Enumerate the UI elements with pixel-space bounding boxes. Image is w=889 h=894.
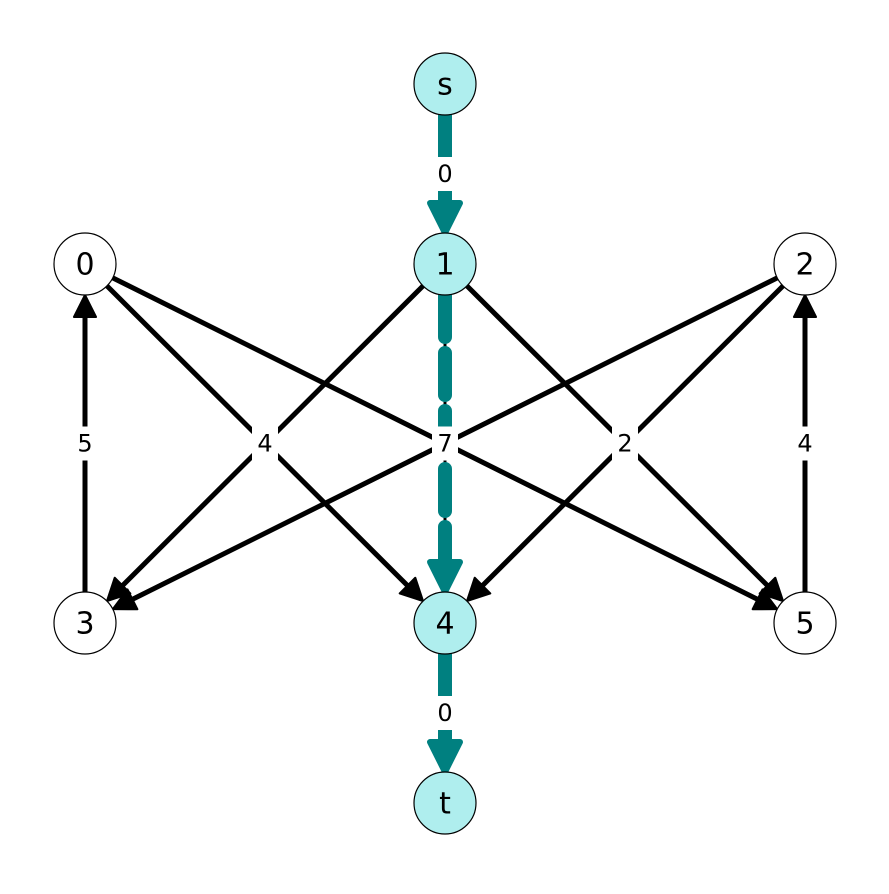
edge-weight-text: 2: [617, 430, 632, 458]
nodes-layer: s 0 1 2 3 4 5 t: [53, 52, 837, 835]
edge-weight-text: 0: [437, 160, 452, 188]
node-1: 1: [413, 232, 477, 296]
node-label: 1: [435, 248, 454, 283]
edge-arrowhead: [465, 576, 492, 603]
node-label: s: [437, 68, 453, 103]
edge-label-background: [792, 426, 818, 461]
edge-weight-label-s-1: 0: [432, 157, 458, 191]
edge-label-background: [72, 426, 98, 461]
edge-weight-label-2-3: 7: [432, 426, 458, 461]
node-4: 4: [413, 591, 477, 655]
node-0: 0: [53, 232, 117, 296]
edge-arrowhead: [72, 294, 98, 318]
node-3: 3: [53, 591, 117, 655]
edge-arrowhead: [398, 576, 425, 603]
node-label: 2: [795, 248, 814, 283]
edge-weight-text: 4: [797, 430, 812, 458]
node-circle: [773, 232, 837, 296]
edge-weight-label-4-t: 0: [432, 696, 458, 730]
node-label: 5: [795, 607, 814, 642]
edge-weight-label-2-4: 2: [612, 426, 638, 461]
edge-arrowhead: [792, 294, 818, 318]
edge-labels-layer: 01024373254: [72, 157, 818, 730]
edge-weight-label-1-3: 4: [252, 426, 278, 461]
edge-arrowhead: [427, 559, 463, 595]
edge-arrowhead: [758, 576, 785, 603]
edge-weight-text: 7: [437, 430, 452, 458]
node-circle: [773, 591, 837, 655]
node-label: 3: [75, 607, 94, 642]
node-circle: [413, 771, 477, 835]
edge-weight-text: 0: [437, 699, 452, 727]
node-circle: [53, 232, 117, 296]
edge-label-background: [432, 426, 458, 461]
edge-arrowhead: [427, 200, 463, 236]
edge-weight-text: 5: [77, 430, 92, 458]
edge-weight-label-5-2: 4: [792, 426, 818, 461]
node-2: 2: [773, 232, 837, 296]
edge-arrowhead: [751, 588, 779, 611]
edge-label-background: [612, 426, 638, 461]
node-t: t: [413, 771, 477, 835]
edge-label-background: [432, 696, 458, 730]
edge-arrowhead: [111, 588, 139, 611]
node-5: 5: [773, 591, 837, 655]
node-label: 4: [435, 607, 454, 642]
node-label: t: [439, 787, 451, 822]
edge-label-background: [252, 426, 278, 461]
edge-weight-text: 4: [257, 430, 272, 458]
node-circle: [413, 52, 477, 116]
node-label: 0: [75, 248, 94, 283]
node-s: s: [413, 52, 477, 116]
edge-label-background: [432, 157, 458, 191]
node-circle: [53, 591, 117, 655]
edge-weight-label-3-0: 5: [72, 426, 98, 461]
edge-arrowhead: [427, 739, 463, 775]
node-circle: [413, 232, 477, 296]
node-circle: [413, 591, 477, 655]
